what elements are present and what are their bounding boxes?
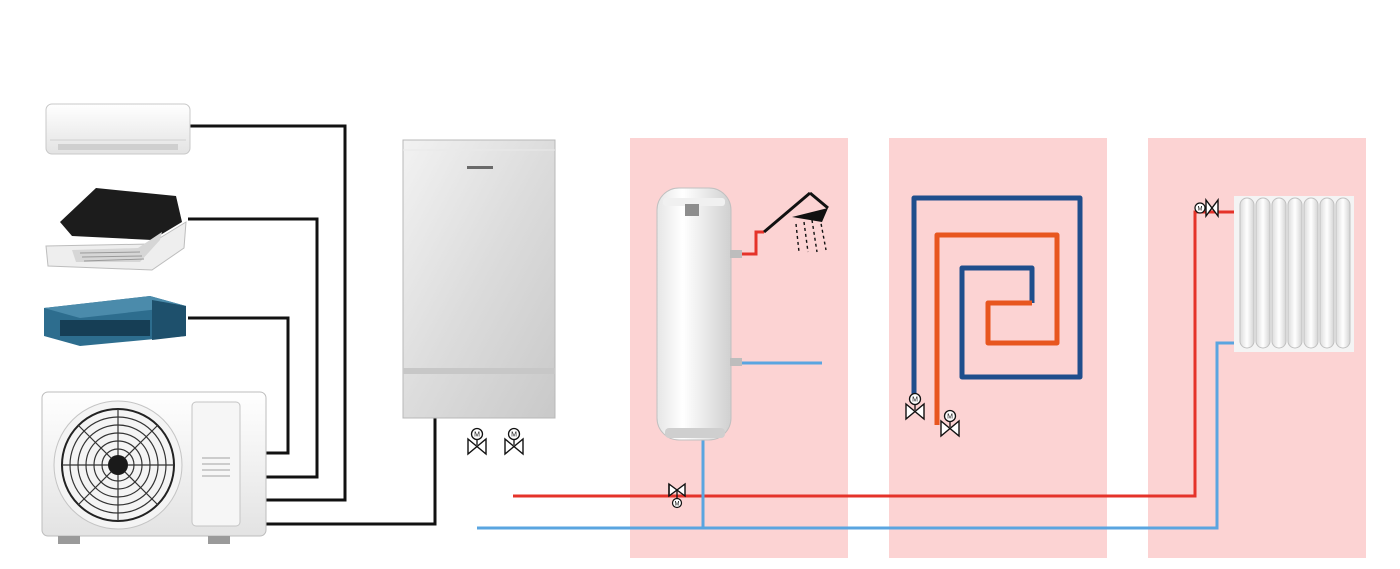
hydro-valve-2[interactable]: M <box>504 427 524 456</box>
return-main-pipe <box>477 341 1240 530</box>
floor-loop-inner <box>934 232 1060 425</box>
ceiling-cassette-unit <box>45 188 187 271</box>
radiator <box>1234 196 1354 352</box>
wall-split-indoor-unit <box>45 103 191 155</box>
dhw-tank <box>656 187 742 441</box>
svg-text:M: M <box>1198 206 1203 212</box>
outdoor-unit <box>41 391 267 544</box>
hydro-module <box>402 139 556 419</box>
svg-text:M: M <box>511 432 517 439</box>
radiator-valve[interactable]: M <box>1194 197 1219 219</box>
refrigerant-lines <box>188 124 437 526</box>
floor-heating-loop <box>911 195 1083 425</box>
floor-loop-outer <box>911 195 1083 400</box>
floor-valve-1[interactable]: M <box>905 392 925 421</box>
shower-supply-pipe <box>742 230 764 256</box>
svg-text:M: M <box>474 432 480 439</box>
svg-text:M: M <box>675 501 680 507</box>
ducted-indoor-unit <box>44 296 186 346</box>
dhw-three-way-valve[interactable]: M <box>668 482 686 509</box>
supply-main-pipe <box>513 210 1240 498</box>
svg-text:M: M <box>912 397 918 404</box>
floor-valve-2[interactable]: M <box>940 409 960 438</box>
floor-heating-zone <box>889 138 1107 558</box>
hydro-valve-1[interactable]: M <box>467 427 487 456</box>
shower-icon <box>763 191 829 253</box>
svg-text:M: M <box>947 414 953 421</box>
